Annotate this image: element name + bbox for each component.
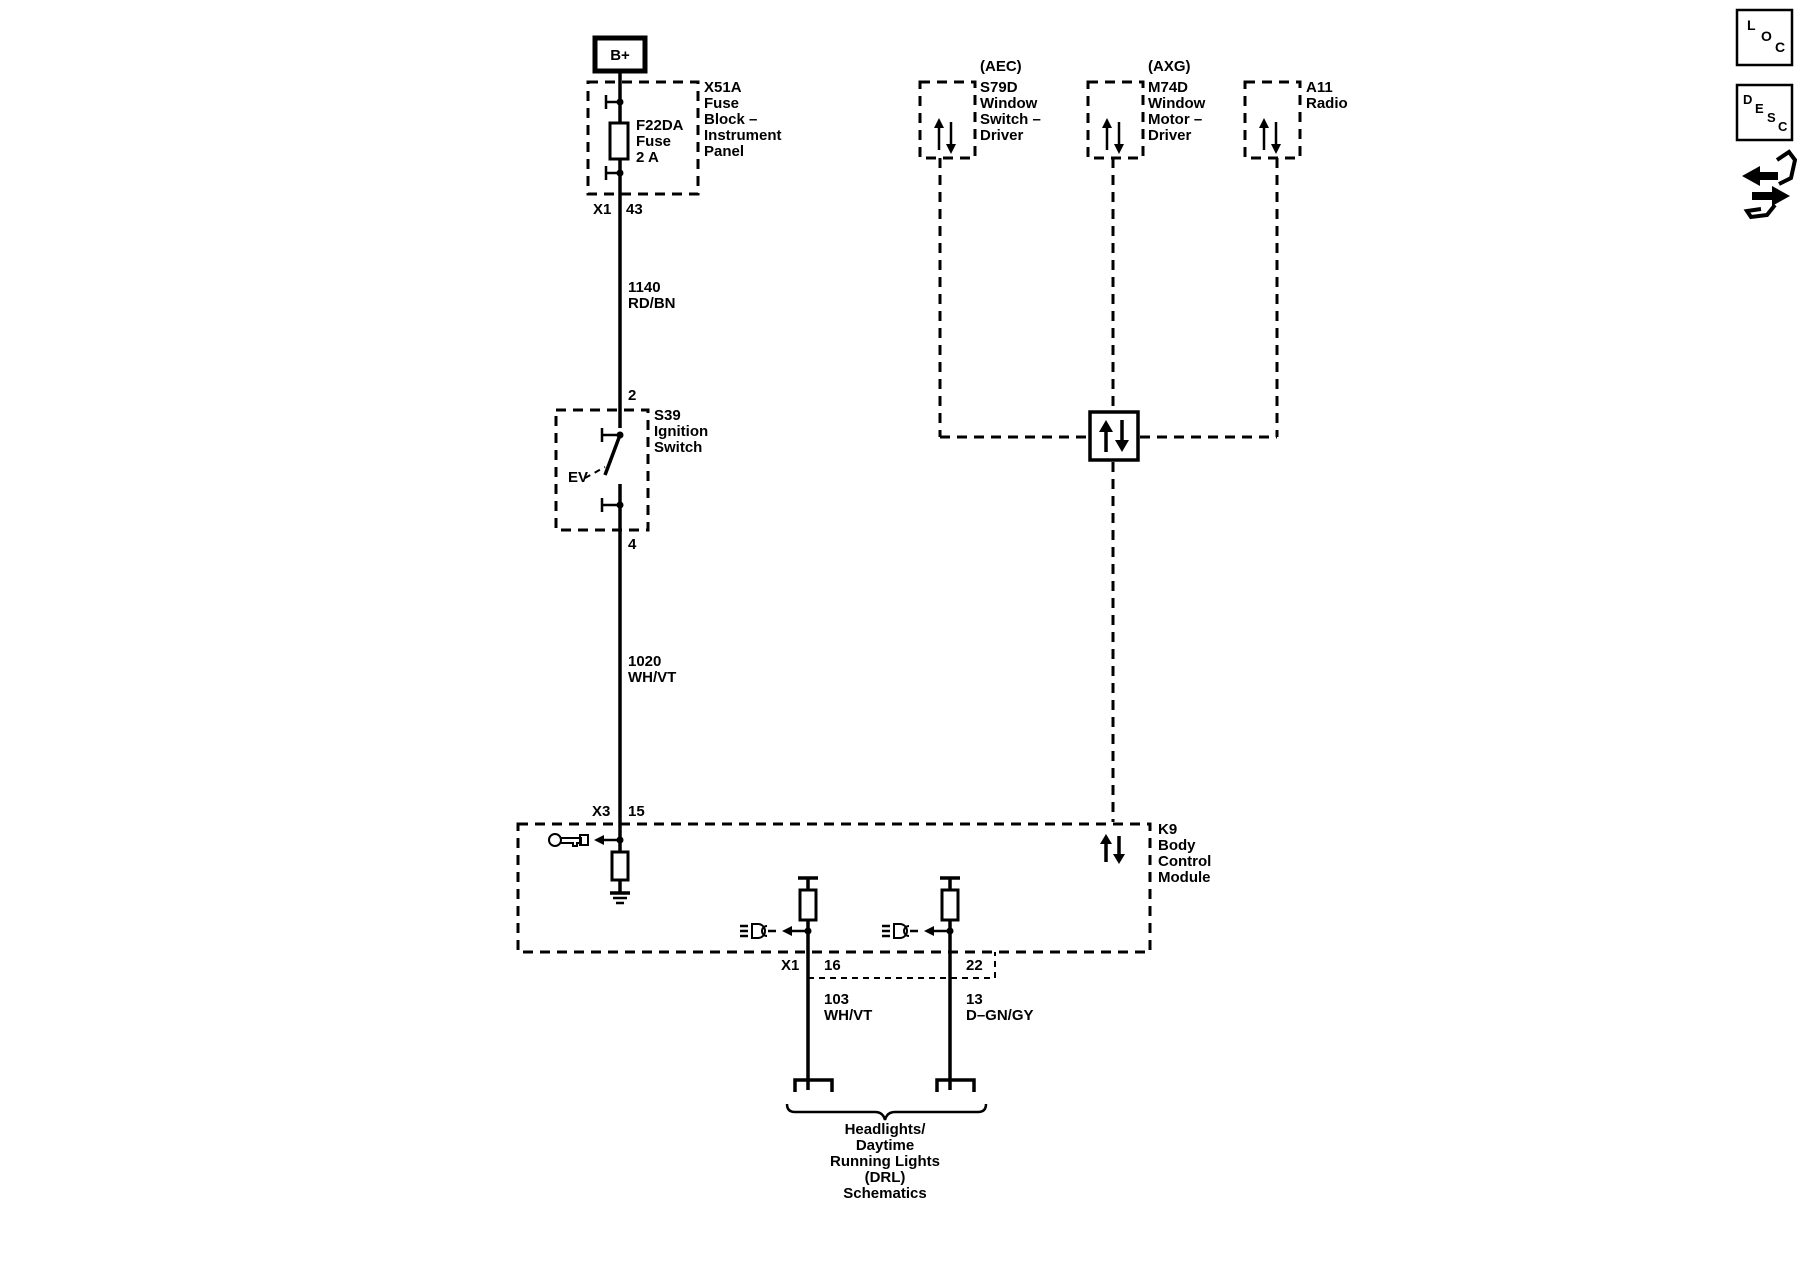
power-feed-wire (616, 71, 624, 428)
ignition-title-0: S39 (654, 407, 681, 424)
reference-line-2: Running Lights (830, 1153, 940, 1170)
radio-line-1: Radio (1306, 95, 1348, 112)
fuse-pin-label: 43 (626, 201, 643, 218)
bcm-pin-a: 16 (824, 957, 841, 974)
wire-1020-color: WH/VT (628, 669, 676, 686)
bcm-title-1: Body (1158, 837, 1196, 854)
reference-line-3: (DRL) (865, 1169, 906, 1186)
fuse-block-title-1: Fuse (704, 95, 739, 112)
window-motor-line-1: Window (1148, 95, 1206, 112)
ignition-switch: EV 2 4 S39 Ignition Switch (554, 387, 708, 553)
ignition-title-1: Ignition (654, 423, 708, 440)
wire-13-circuit: 13 (966, 991, 983, 1008)
ignition-input-circuit (594, 832, 630, 905)
reference-line-4: Schematics (843, 1185, 926, 1202)
wire-1020-circuit: 1020 (628, 653, 661, 670)
fuse-label-1: Fuse (636, 133, 671, 150)
radio-module: A11 Radio (1243, 79, 1348, 160)
window-motor-line-3: Driver (1148, 127, 1192, 144)
location-icon-letter-0: L (1747, 17, 1756, 33)
description-icon-letter-1: E (1755, 101, 1764, 116)
headlamp-output-circuit-22 (924, 876, 960, 1090)
window-motor-module: (AXG) M74D Window Motor – Driver (1086, 58, 1206, 160)
window-motor-line-0: M74D (1148, 79, 1188, 96)
fuse-block: X51A Fuse Block – Instrument Panel F22DA… (586, 79, 782, 218)
data-arrows-icon (1259, 118, 1281, 154)
ignition-title-2: Switch (654, 439, 702, 456)
ignition-key-symbol: EV (568, 469, 588, 486)
fuse-block-title-2: Block – (704, 111, 757, 128)
battery-label: B+ (610, 47, 630, 64)
reference-schematic-link[interactable]: Headlights/ Daytime Running Lights (DRL)… (830, 1121, 940, 1202)
serial-data-splice-icon (1088, 410, 1140, 462)
reference-connectors (785, 1078, 988, 1121)
wire-1140-color: RD/BN (628, 295, 676, 312)
location-icon-letter-1: O (1761, 28, 1772, 44)
fuse-label-0: F22DA (636, 117, 684, 134)
description-icon-letter-0: D (1743, 92, 1752, 107)
headlamp-icon (740, 923, 776, 939)
reference-line-1: Daytime (856, 1137, 914, 1154)
window-motor-option: (AXG) (1148, 58, 1191, 75)
window-motor-line-2: Motor – (1148, 111, 1202, 128)
bcm-title-0: K9 (1158, 821, 1177, 838)
data-arrows-icon (1102, 118, 1124, 154)
window-switch-line-0: S79D (980, 79, 1018, 96)
location-icon-letter-2: C (1775, 39, 1785, 55)
description-icon[interactable]: D E S C (1735, 83, 1794, 142)
wire-13-color: D–GN/GY (966, 1007, 1034, 1024)
bcm-x1-connector: X1 16 22 (781, 952, 996, 979)
fuse-block-title-0: X51A (704, 79, 742, 96)
location-icon[interactable]: L O C (1735, 8, 1794, 67)
window-switch-line-2: Switch – (980, 111, 1041, 128)
headlamp-icon (882, 923, 918, 939)
window-switch-module: (AEC) S79D Window Switch – Driver (918, 58, 1041, 160)
headlamp-output-circuit-16 (782, 876, 818, 1090)
body-control-module: X3 15 K9 Body Control Module (516, 803, 1211, 1090)
description-icon-letter-2: S (1767, 110, 1776, 125)
wire-103-circuit: 103 (824, 991, 849, 1008)
wire-103-color: WH/VT (824, 1007, 872, 1024)
reference-line-0: Headlights/ (845, 1121, 927, 1138)
window-switch-line-1: Window (980, 95, 1038, 112)
bcm-connector-bottom: X1 (781, 957, 799, 974)
wire-1140-circuit: 1140 (628, 279, 661, 296)
ignition-pin-in: 2 (628, 387, 636, 404)
bcm-title-3: Module (1158, 869, 1211, 886)
fuse-label-2: 2 A (636, 149, 659, 166)
window-switch-line-3: Driver (980, 127, 1024, 144)
serial-data-bus (938, 158, 1279, 822)
window-switch-option: (AEC) (980, 58, 1022, 75)
fuse-block-title-3: Instrument (704, 127, 782, 144)
radio-line-0: A11 (1306, 79, 1333, 96)
key-icon (548, 833, 589, 847)
bcm-title-2: Control (1158, 853, 1211, 870)
bcm-pin-top: 15 (628, 803, 645, 820)
bcm-connector-top: X3 (592, 803, 610, 820)
bcm-pin-b: 22 (966, 957, 983, 974)
ignition-pin-out: 4 (628, 536, 637, 553)
repair-icon[interactable] (1742, 149, 1798, 220)
data-arrows-icon (934, 118, 956, 154)
fuse-block-title-4: Panel (704, 143, 744, 160)
fuse-connector-label: X1 (593, 201, 611, 218)
description-icon-letter-3: C (1778, 119, 1788, 134)
data-arrows-icon (1100, 834, 1125, 864)
battery-power-source: B+ (592, 35, 648, 74)
